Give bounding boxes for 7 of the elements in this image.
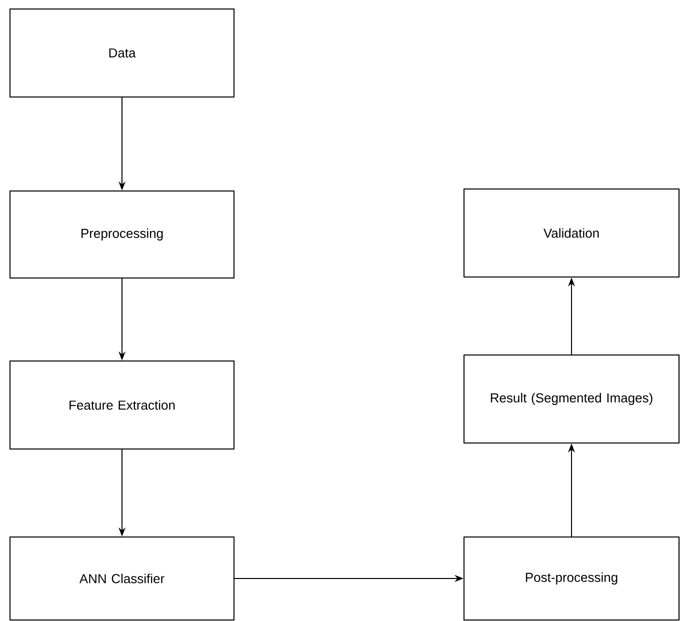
- process-box: Preprocessing: [10, 190, 234, 278]
- process-box: Post-processing: [464, 536, 680, 620]
- process-box: Feature Extraction: [10, 360, 234, 450]
- process-box: Data: [10, 8, 234, 98]
- process-box: ANN Classifier: [10, 536, 234, 620]
- process-box: Result (Segmented Images): [464, 354, 680, 444]
- process-box: Validation: [464, 188, 680, 278]
